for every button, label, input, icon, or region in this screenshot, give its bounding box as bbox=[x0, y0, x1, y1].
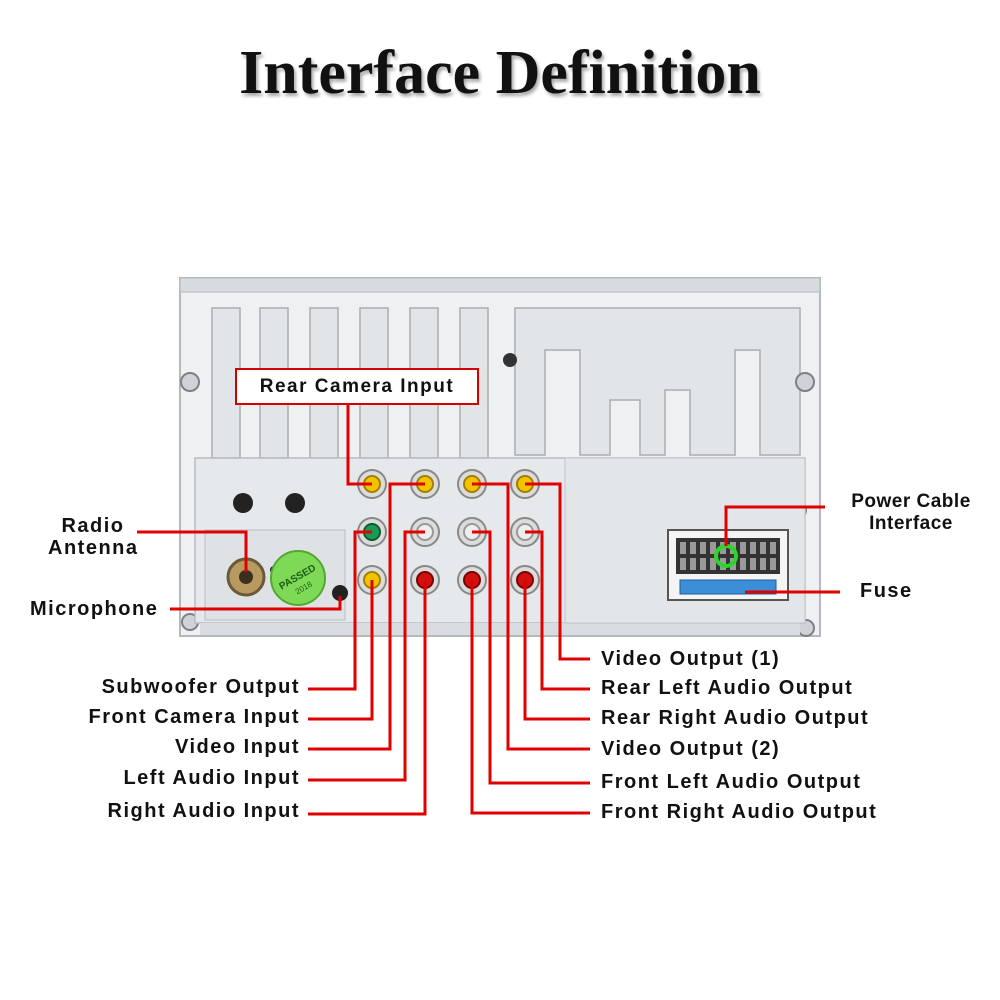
label-video-output-2: Video Output (2) bbox=[601, 738, 781, 760]
callout-video-input bbox=[308, 482, 425, 751]
callout-antenna bbox=[137, 530, 248, 572]
label-video-input: Video Input bbox=[174, 736, 300, 758]
callout-rear-right bbox=[523, 580, 590, 721]
callout-right-audio-in bbox=[308, 580, 427, 816]
callout-front-left bbox=[472, 530, 590, 785]
label-rear-camera-input: Rear Camera Input bbox=[235, 368, 479, 405]
callout-video-out-2 bbox=[472, 482, 590, 751]
label-radio-antenna: Radio Antenna bbox=[48, 515, 139, 559]
page-title: Interface Definition bbox=[239, 39, 761, 107]
label-rear-left-audio-output: Rear Left Audio Output bbox=[601, 677, 854, 699]
label-right-audio-input: Right Audio Input bbox=[107, 800, 300, 822]
callout-power bbox=[724, 505, 825, 546]
callout-front-right bbox=[470, 580, 590, 815]
label-left-audio-input: Left Audio Input bbox=[123, 767, 300, 789]
label-front-camera-input: Front Camera Input bbox=[88, 706, 300, 728]
label-power-cable-interface: Power Cable Interface bbox=[851, 491, 971, 534]
callout-video-out-1 bbox=[525, 482, 590, 661]
label-subwoofer-output: Subwoofer Output bbox=[101, 676, 300, 698]
microphone-jack bbox=[332, 585, 348, 601]
callout-microphone bbox=[170, 596, 342, 611]
qc-passed-badge bbox=[270, 550, 326, 606]
label-video-output-1: Video Output (1) bbox=[601, 648, 781, 670]
label-fuse: Fuse bbox=[860, 580, 913, 602]
label-front-right-audio-output: Front Right Audio Output bbox=[601, 801, 878, 823]
callout-front-camera bbox=[308, 580, 374, 721]
label-front-left-audio-output: Front Left Audio Output bbox=[601, 771, 862, 793]
callout-rear-left bbox=[525, 530, 590, 691]
callout-left-audio-in bbox=[308, 530, 425, 782]
callout-lines bbox=[137, 401, 840, 816]
head-unit-back-panel: PASSED 2018 bbox=[179, 277, 821, 637]
label-rear-right-audio-output: Rear Right Audio Output bbox=[601, 707, 870, 729]
callout-subwoofer bbox=[308, 530, 372, 691]
label-microphone: Microphone bbox=[30, 598, 159, 620]
callout-rear-camera bbox=[346, 401, 372, 486]
